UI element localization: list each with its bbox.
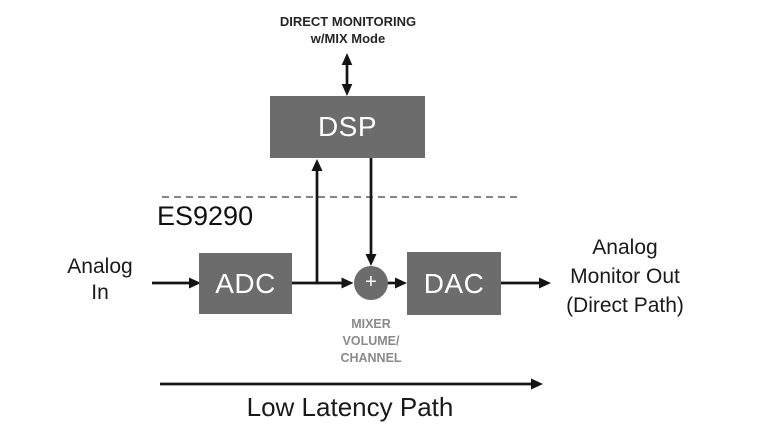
analog-in-arrow	[152, 277, 201, 289]
analog-monitor-out-line2: Monitor Out	[570, 265, 680, 288]
dac-block: DAC	[407, 252, 501, 315]
dac-out-arrow	[501, 277, 551, 289]
mixer-plus-symbol: +	[365, 271, 377, 293]
mixer-caption-line1: MIXER	[351, 317, 391, 331]
low-latency-path-arrow	[160, 378, 543, 390]
direct-monitoring-arrow	[341, 53, 353, 96]
mixer-caption-line2: VOLUME/	[342, 334, 400, 348]
direct-monitoring-line2: w/MIX Mode	[310, 31, 386, 46]
dac-block-label: DAC	[423, 267, 485, 299]
analog-in-line1: Analog	[67, 255, 133, 278]
analog-monitor-out-line3: (Direct Path)	[566, 294, 684, 317]
mixer-caption-line3: CHANNEL	[340, 351, 402, 365]
analog-in-line2: In	[91, 281, 109, 304]
mixer-caption: MIXER VOLUME/ CHANNEL	[321, 316, 421, 367]
low-latency-path-label: Low Latency Path	[246, 392, 454, 422]
es9290-chip-label: ES9290	[157, 201, 254, 231]
analog-monitor-out-line1: Analog	[592, 236, 658, 259]
analog-monitor-out-label: Analog Monitor Out (Direct Path)	[540, 233, 710, 320]
adc-to-mixer-arrow	[292, 277, 354, 289]
direct-monitoring-label: DIRECT MONITORING w/MIX Mode	[248, 13, 448, 47]
mixer-to-dac-arrow	[387, 277, 407, 289]
adc-to-dsp-arrow	[311, 159, 323, 285]
dsp-to-mixer-arrow	[365, 158, 377, 266]
dsp-block-label: DSP	[317, 111, 378, 142]
analog-in-label: Analog In	[55, 254, 145, 306]
mixer-node: +	[354, 266, 388, 300]
adc-block-label: ADC	[215, 267, 276, 299]
direct-monitoring-line1: DIRECT MONITORING	[279, 14, 417, 29]
adc-block: ADC	[199, 253, 292, 314]
dsp-block: DSP	[270, 96, 425, 158]
